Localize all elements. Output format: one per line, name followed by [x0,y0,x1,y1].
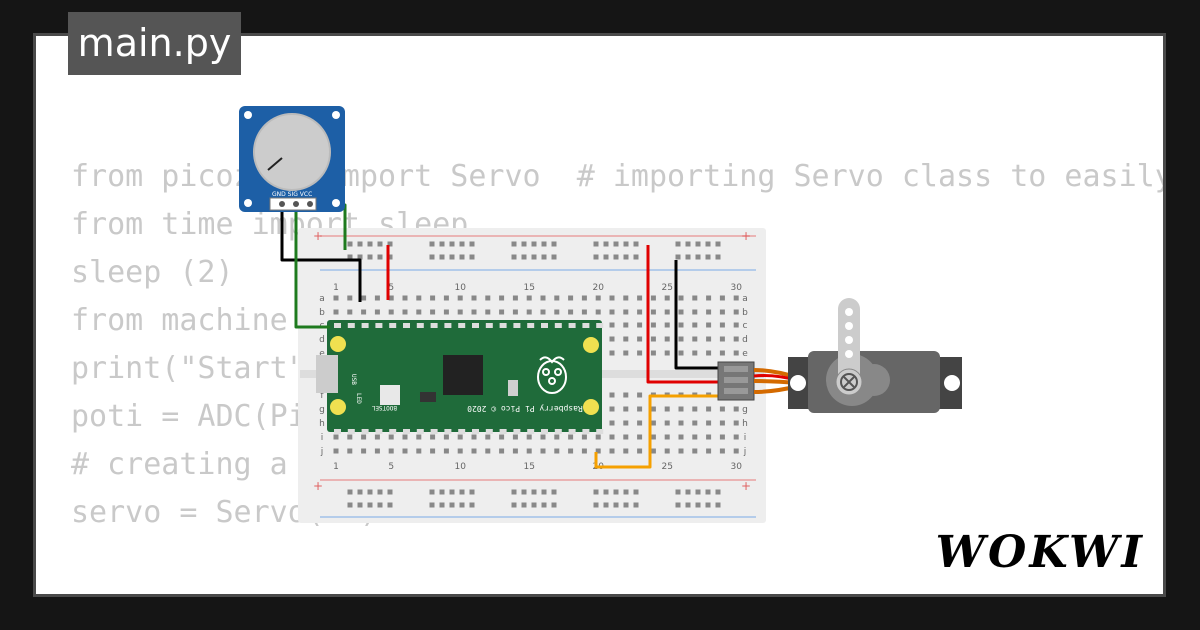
row-letter: f [320,391,324,401]
mount-hole [583,399,599,415]
file-tab[interactable]: main.py [68,12,241,75]
led-label: LED [355,393,362,404]
row-letter: g [742,405,748,415]
column-number: 5 [388,283,394,293]
wire-gnd [280,205,362,302]
code-line: print("Start") [71,351,324,386]
column-number: 25 [661,283,672,293]
rp2040-chip [443,355,483,395]
column-number: 1 [333,462,339,472]
pot-pin-labels: GND SIG VCC [272,191,312,198]
pico-label: Raspberry Pi Pico © 2020 [467,404,583,413]
pot-indicator [267,157,283,171]
column-number: 10 [454,462,466,472]
column-number: 15 [523,283,534,293]
wire-signal [294,205,330,329]
row-letter: d [742,335,748,345]
row-letter: a [319,294,325,304]
row-letter: a [742,294,748,304]
column-number: 1 [333,283,339,293]
column-number: 5 [388,462,394,472]
column-number: 30 [730,283,742,293]
rail-plus-sign: + [741,479,751,493]
usb-label: USB [350,374,357,385]
column-number: 10 [454,283,466,293]
pico-board[interactable]: Raspberry Pi Pico © 2020 BOOTSEL LED USB [316,320,604,434]
row-letter: j [320,447,324,457]
row-letter: j [743,447,747,457]
row-letter: g [319,405,325,415]
row-letter: b [319,308,325,318]
row-letter: b [742,308,748,318]
row-letter: e [742,349,748,359]
rail-plus-sign: + [741,229,751,243]
row-letter: h [742,419,748,429]
usb-connector [316,355,338,393]
code-line: sleep (2) [71,255,234,290]
row-letter: h [319,419,325,429]
code-line: # continuously read potentiometer [71,585,1163,594]
mount-hole [330,336,346,352]
row-letter: e [319,349,325,359]
wire-servo-gnd [674,260,722,370]
row-letter: d [319,335,325,345]
mount-hole [330,399,346,415]
rail-plus-sign: + [313,229,323,243]
column-number: 30 [730,462,742,472]
column-number: 15 [523,462,534,472]
potentiometer[interactable]: GND SIG VCC [239,106,345,212]
raspberry-icon [537,356,567,394]
bootsel-button [380,385,400,405]
row-letter: i [744,433,747,443]
row-letter: i [321,433,324,443]
wokwi-logo: WOKWI [935,527,1145,578]
column-number: 20 [592,283,604,293]
mount-hole [583,337,599,353]
bootsel-label: BOOTSEL [371,404,397,411]
row-letter: c [743,321,748,331]
wire-servo-power [646,245,722,384]
rail-plus-sign: + [313,479,323,493]
column-number: 25 [661,462,672,472]
wire-servo-signal [594,394,722,469]
pot-knob [253,113,331,191]
servo-motor[interactable] [717,298,962,413]
